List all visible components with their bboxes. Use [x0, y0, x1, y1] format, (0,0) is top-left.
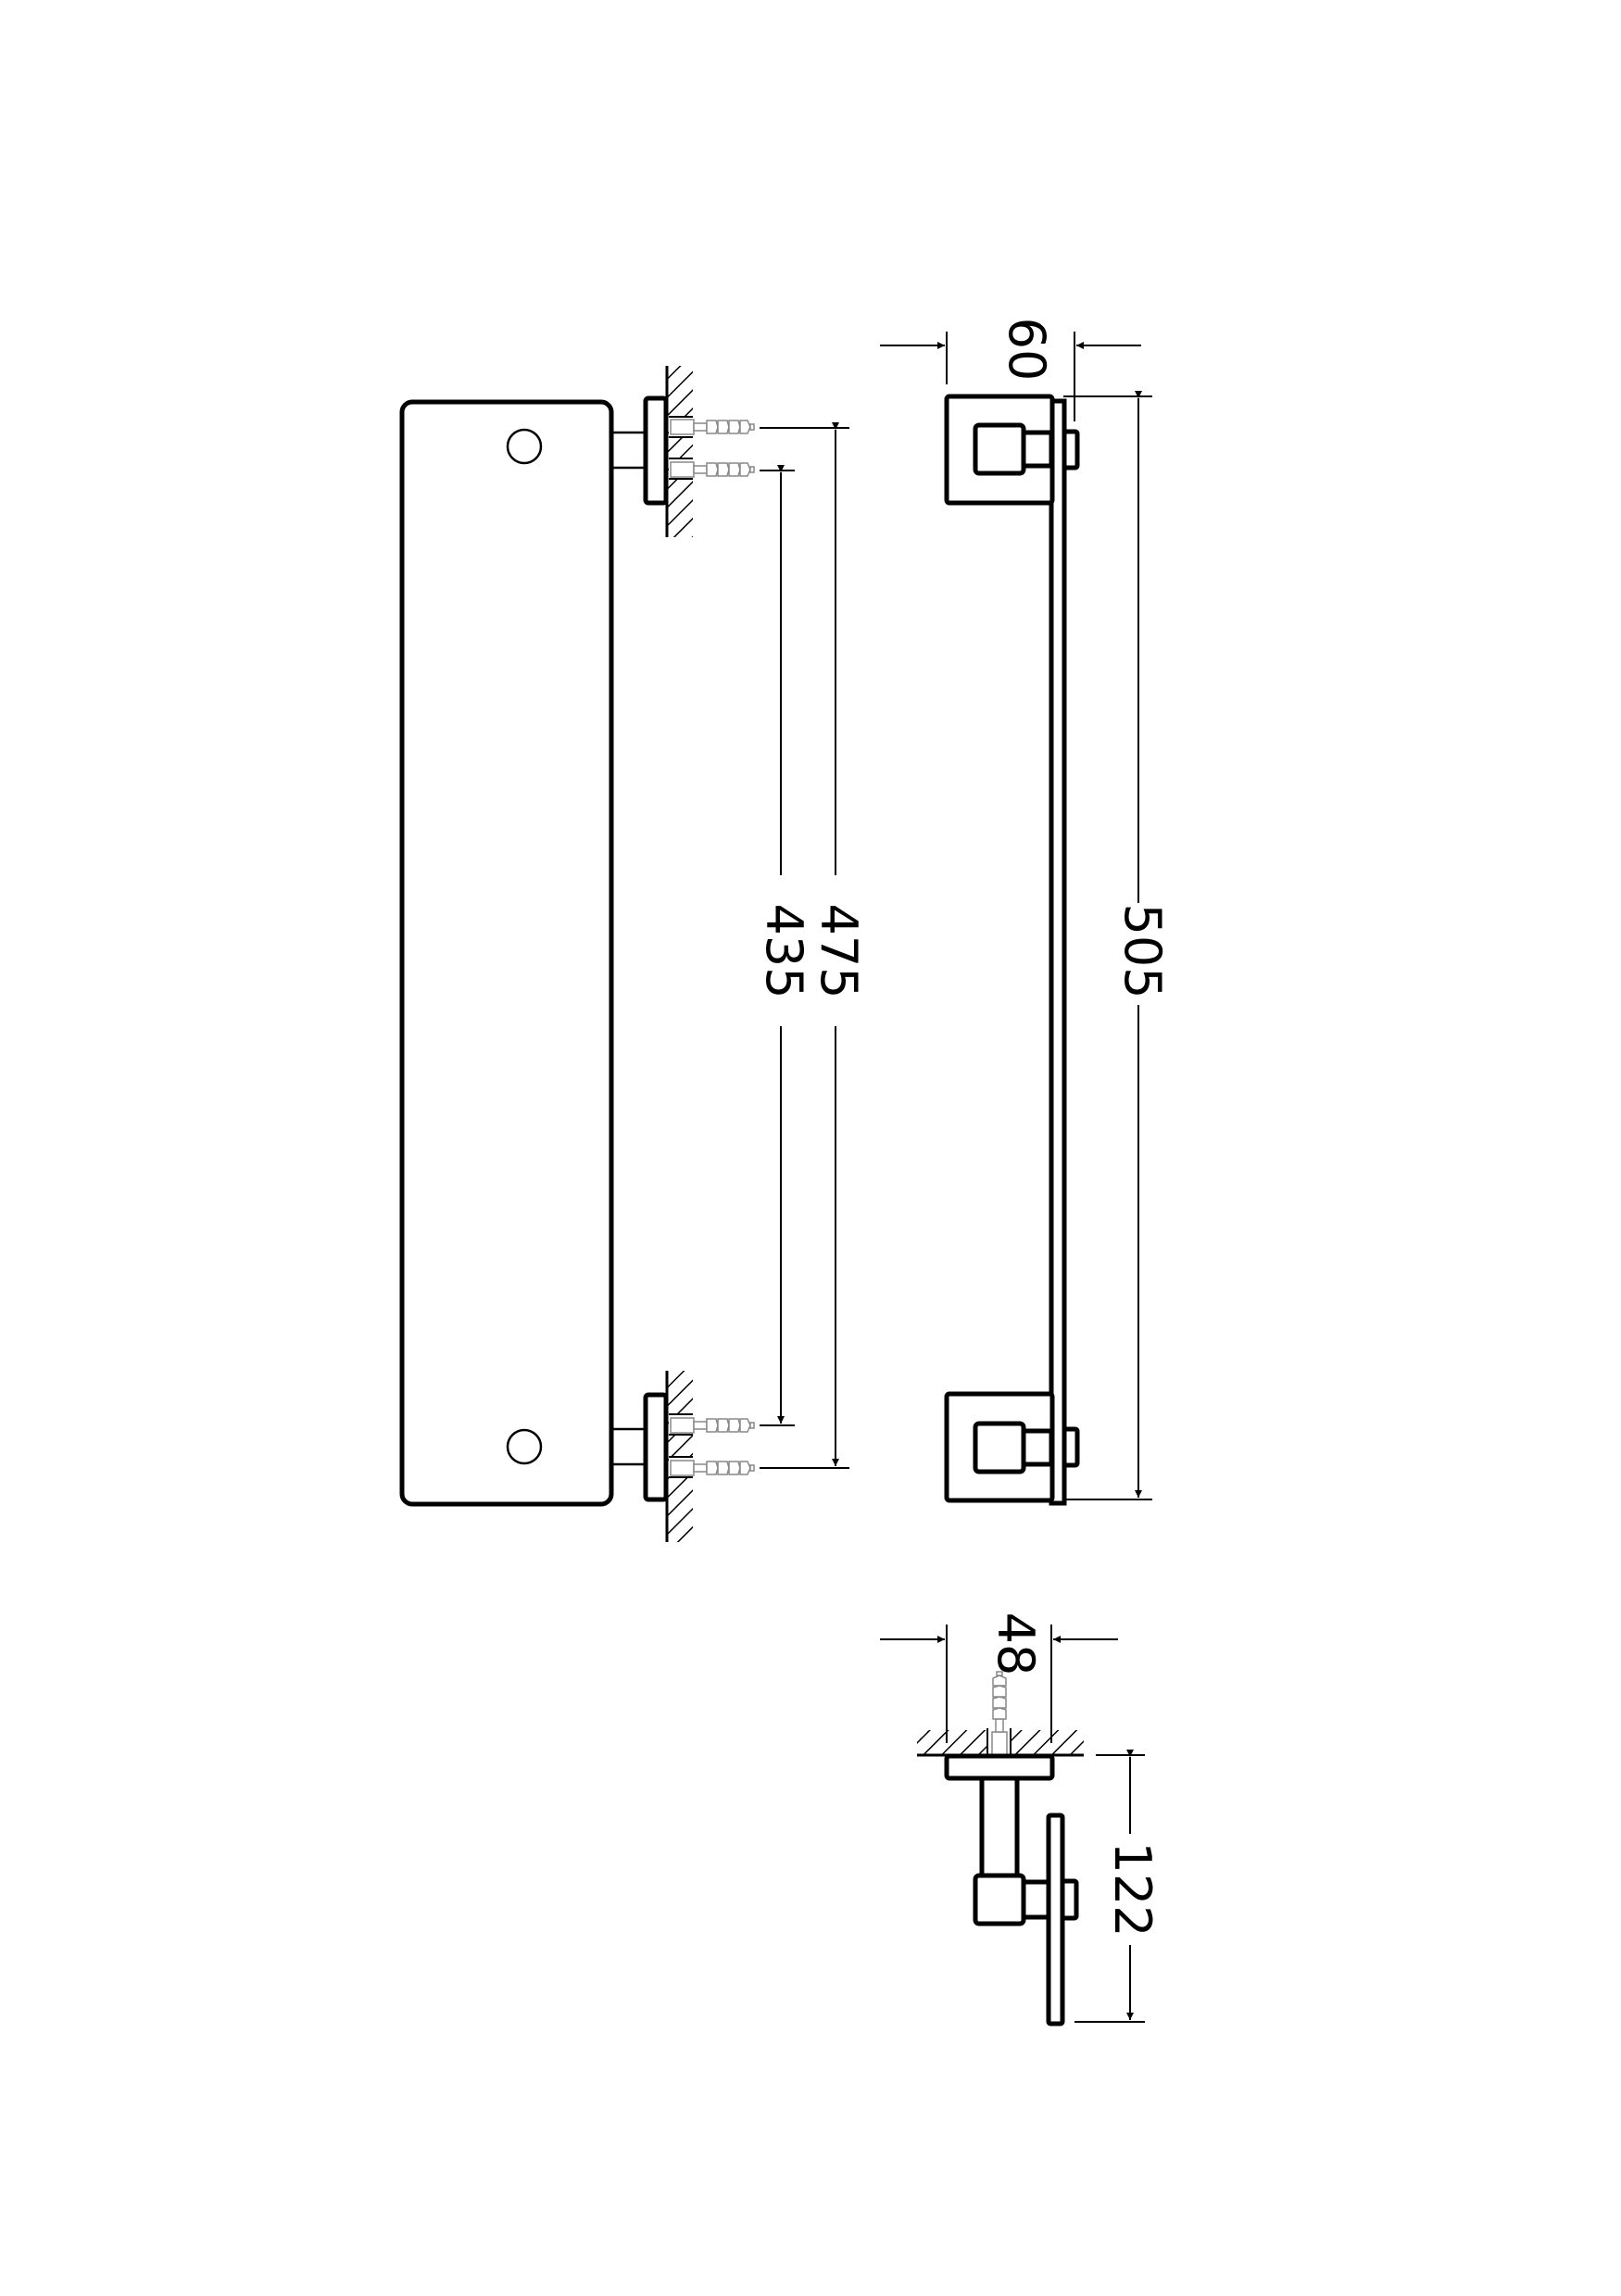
screw-anchor-icon	[670, 1460, 755, 1476]
dimension-48	[880, 1625, 1118, 1743]
screw-anchor-icon	[670, 461, 755, 478]
dimension-label-122: 122	[1103, 1841, 1162, 1937]
top-bracket	[611, 366, 755, 537]
screw-anchor-icon	[670, 1417, 755, 1434]
dimension-label-435: 435	[755, 903, 813, 998]
dimension-435	[760, 465, 795, 1426]
dimension-505	[1063, 391, 1152, 1500]
dimension-label-48: 48	[986, 1612, 1045, 1676]
dimension-label-505: 505	[1113, 903, 1172, 998]
shelf-plate	[399, 399, 614, 1507]
dimension-label-60: 60	[998, 318, 1056, 382]
dimension-122	[1074, 1750, 1145, 2023]
dimension-475	[760, 422, 849, 1469]
side-plate	[1049, 398, 1067, 1506]
screw-anchor-icon	[670, 419, 755, 435]
front-view: 435 475	[399, 366, 868, 1542]
screw-anchor-icon	[991, 1671, 1008, 1756]
dimension-label-475: 475	[810, 903, 868, 998]
side-view: 60 505	[880, 318, 1172, 1506]
mounting-hole-top	[506, 428, 543, 465]
dimension-60	[880, 332, 1141, 421]
mounting-hole-bottom	[506, 1428, 543, 1465]
end-view: 48 122	[880, 1612, 1162, 2026]
bottom-bracket	[611, 1371, 755, 1542]
